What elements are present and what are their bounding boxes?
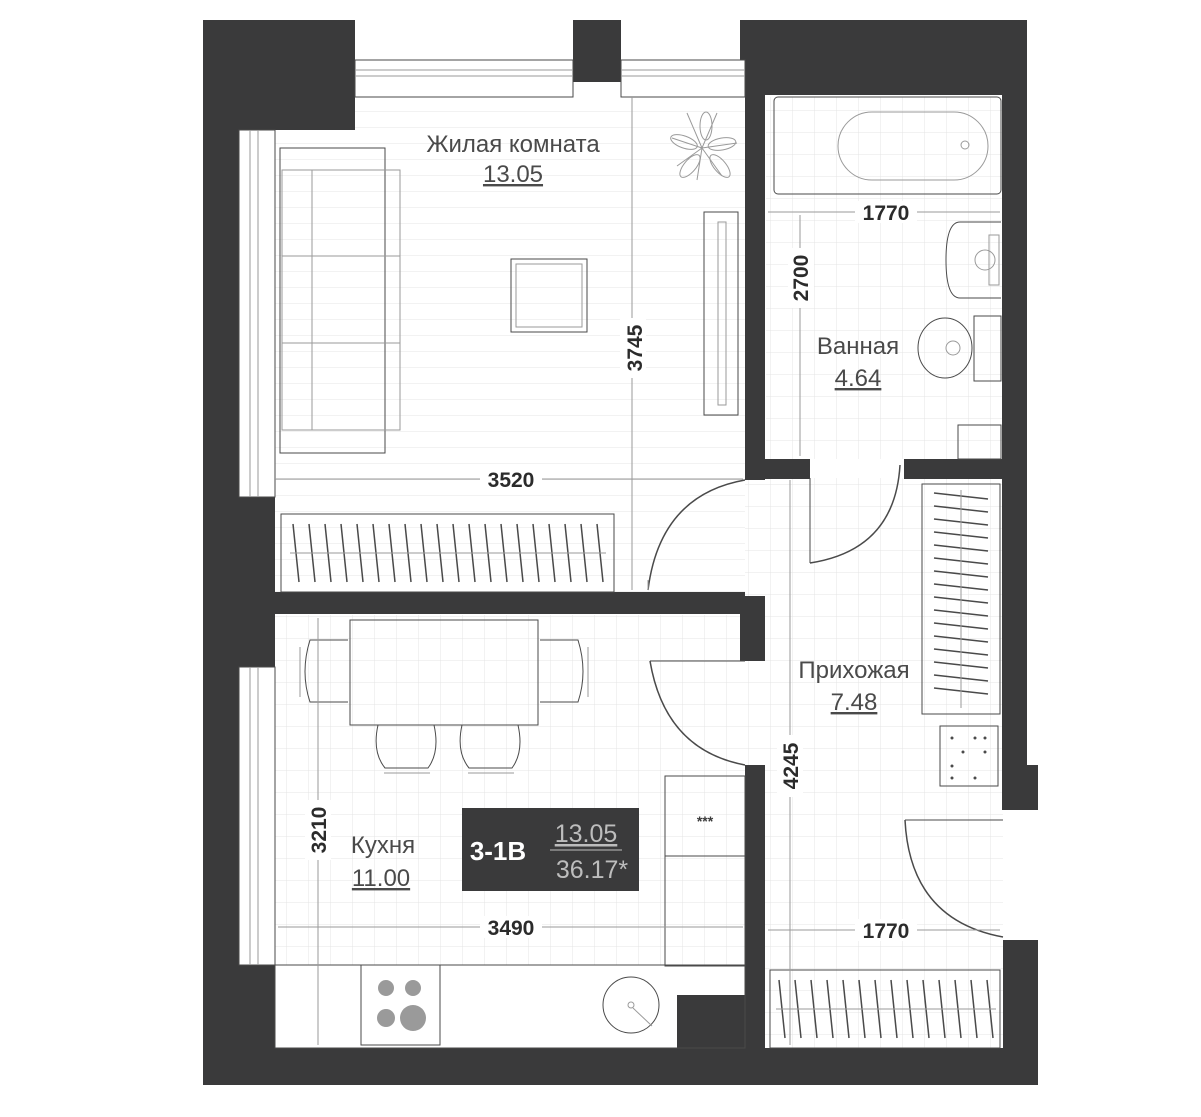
kitchen-counter-right [664, 855, 746, 967]
kitchen-floor [275, 615, 745, 965]
cabinet-dot [973, 736, 977, 740]
cabinet-dot [950, 764, 954, 768]
cabinet-dot [961, 750, 965, 754]
dim-living-height: 3745 [624, 324, 647, 371]
dim-living-width: 3520 [488, 469, 535, 492]
dining-table [349, 619, 539, 726]
bath-furniture [773, 96, 1002, 460]
chair-icon [299, 639, 589, 774]
room-name-kitchen: Кухня [351, 832, 415, 859]
burner-icon [378, 980, 394, 996]
badge-code: 3-1В [470, 836, 526, 866]
wardrobe-hangers [290, 523, 606, 583]
living-floor [275, 97, 745, 592]
dim-bath-width: 1770 [863, 202, 910, 225]
kitchen-furniture: *** [274, 619, 746, 1049]
wardrobe-hangers [776, 979, 996, 1039]
wardrobe-living [280, 513, 615, 593]
living-furniture [279, 111, 739, 593]
room-labels: Жилая комната 13.05 Ванная 4.64 Прихожая… [351, 131, 910, 892]
burner-icon [405, 980, 421, 996]
dim-hall-length: 4245 [780, 742, 803, 789]
room-name-living: Жилая комната [426, 131, 600, 158]
room-area-hall: 7.48 [831, 689, 878, 716]
doors [647, 464, 1004, 938]
cabinet-dot [973, 776, 977, 780]
windows [238, 59, 746, 966]
kitchen-counter [274, 964, 746, 1049]
coffee-table [510, 258, 588, 333]
burner-icon [400, 1005, 426, 1031]
wardrobe-hangers [933, 490, 989, 708]
bath-shaft [957, 424, 1002, 460]
floors [275, 97, 1003, 1048]
dim-hall-width: 1770 [863, 920, 910, 943]
dim-kitchen-width: 3490 [488, 917, 535, 940]
badge-living-area: 13.05 [555, 820, 618, 848]
room-area-living: 13.05 [483, 161, 543, 188]
dimension-labels: 3745 3520 1770 2700 4245 1770 3210 3490 [305, 201, 917, 943]
dim-kitchen-height: 3210 [308, 807, 331, 854]
wardrobe-hall [921, 483, 1001, 715]
cabinet-dot [983, 736, 987, 740]
tv-stand [703, 211, 739, 416]
hall-furniture [769, 483, 1001, 1049]
fridge-label: *** [697, 813, 714, 829]
kitchen-sink-icon [602, 976, 660, 1034]
sofa [279, 147, 386, 454]
wardrobe-hall-bottom [769, 969, 1001, 1049]
plant-icon [670, 111, 738, 181]
badge-total-area: 36.17* [556, 856, 629, 884]
cabinet-dot [950, 736, 954, 740]
toilet-icon [917, 315, 1002, 382]
room-area-kitchen: 11.00 [352, 865, 410, 892]
shoe-cabinet [939, 725, 999, 787]
cabinet-dot [950, 776, 954, 780]
stove [360, 964, 441, 1046]
cabinet-dot [983, 750, 987, 754]
bathtub [773, 96, 1002, 195]
apartment-badge: 3-1В 13.05 36.17* [462, 808, 639, 891]
sink-icon [945, 221, 1001, 299]
dim-bath-height: 2700 [790, 255, 813, 302]
room-area-bath: 4.64 [835, 365, 882, 392]
room-name-hall: Прихожая [798, 657, 909, 684]
burner-icon [377, 1009, 395, 1027]
room-name-bath: Ванная [817, 333, 899, 360]
